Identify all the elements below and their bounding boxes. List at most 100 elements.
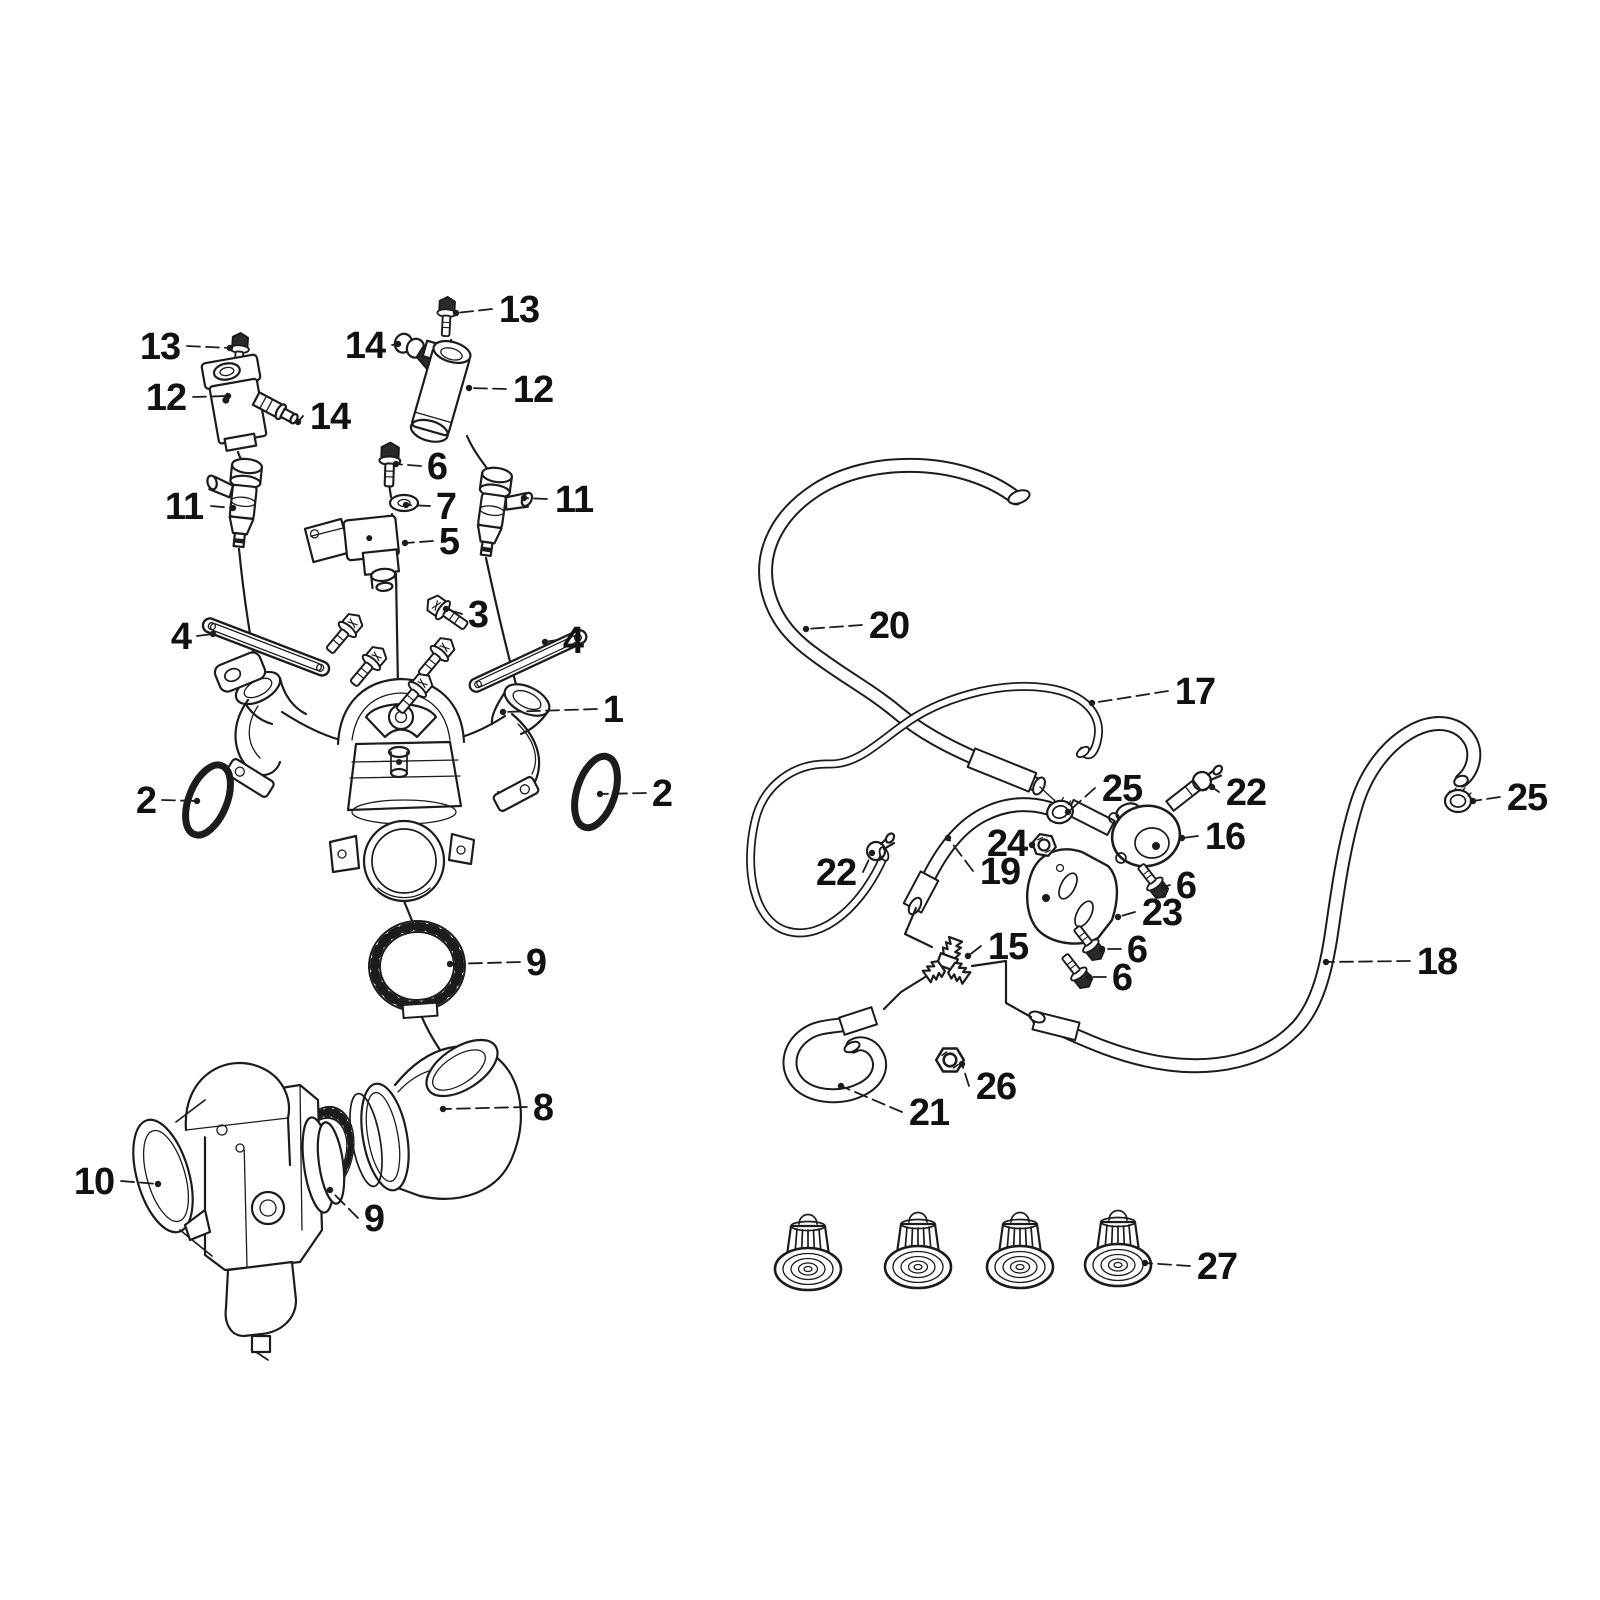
callout-6: 6	[1112, 957, 1132, 999]
leader-dot-6	[1085, 973, 1093, 981]
callout-22: 22	[1226, 772, 1266, 814]
leader-dot-6	[1098, 945, 1106, 953]
leader-dot-12	[224, 392, 232, 400]
part-2-oring-right	[566, 751, 625, 833]
callout-26: 26	[976, 1066, 1016, 1108]
leader-line-8	[442, 1106, 528, 1110]
callout-6: 6	[427, 446, 447, 488]
leader-line-7	[405, 504, 431, 507]
leader-dot-16	[1178, 834, 1186, 842]
leader-line-2	[599, 792, 647, 795]
leader-line-10	[120, 1180, 159, 1185]
leader-dot-15	[964, 952, 972, 960]
callout-2: 2	[652, 773, 672, 815]
part-19-valve-inlet-hose	[902, 797, 1056, 916]
callout-8: 8	[533, 1087, 553, 1129]
leader-dot-19	[944, 834, 952, 842]
part-12-holder-left	[200, 353, 268, 452]
callout-12: 12	[513, 369, 553, 411]
leader-dot-4	[209, 630, 217, 638]
leader-line-17	[1091, 690, 1169, 704]
leader-dot-7	[402, 501, 410, 509]
leader-dot-25	[1469, 797, 1477, 805]
callout-25: 25	[1507, 777, 1548, 819]
leader-line-11	[523, 497, 548, 500]
leader-dot-1	[499, 708, 507, 716]
part-9-clamp-upper	[366, 918, 468, 1020]
leader-dot-20	[802, 625, 810, 633]
leader-dot-11	[520, 494, 528, 502]
part-1-intake-manifold	[213, 651, 551, 903]
leader-line-12	[192, 395, 229, 398]
leader-line-18	[1325, 960, 1411, 963]
part-21-drain-hose	[782, 1006, 887, 1104]
leader-dot-5	[401, 539, 409, 547]
callout-13: 13	[140, 326, 180, 368]
leader-line-13	[455, 308, 493, 314]
leader-dot-22	[1208, 783, 1216, 791]
leader-line-5	[404, 540, 434, 544]
part-8-intake-elbow	[349, 1038, 522, 1200]
callout-23: 23	[1142, 892, 1182, 934]
part-18-long-vacuum-hose	[1028, 716, 1482, 1074]
leader-dot-27	[1141, 1259, 1149, 1267]
leader-line-3	[445, 608, 463, 615]
leader-dot-14	[394, 340, 402, 348]
callout-12: 12	[146, 377, 186, 419]
leader-dot-6	[1160, 883, 1168, 891]
part-15-tee-fitting	[920, 935, 973, 987]
leader-dot-12	[465, 384, 473, 392]
callout-25: 25	[1102, 768, 1143, 810]
leader-line-11	[210, 505, 234, 509]
leader-dot-10	[154, 1180, 162, 1188]
callout-13: 13	[499, 289, 539, 331]
part-14-fitting-left	[251, 391, 299, 425]
callout-16: 16	[1205, 816, 1245, 858]
callout-19: 19	[980, 851, 1020, 893]
callout-18: 18	[1417, 941, 1457, 983]
leader-line-13	[186, 345, 231, 349]
leader-line-9	[329, 1189, 359, 1219]
leader-dot-9	[326, 1186, 334, 1194]
leader-line-19	[947, 837, 974, 872]
part-10-carburetor	[132, 1061, 346, 1361]
leader-dot-25	[1064, 808, 1072, 816]
callout-17: 17	[1175, 671, 1215, 713]
leader-dot-8	[439, 1105, 447, 1113]
leader-dot-2	[193, 797, 201, 805]
leader-dot-21	[837, 1082, 845, 1090]
leader-line-1	[502, 708, 598, 713]
leader-line-25	[1067, 787, 1096, 813]
callout-2: 2	[136, 780, 156, 822]
callout-10: 10	[74, 1161, 114, 1203]
leader-dot-2	[596, 790, 604, 798]
part-13-bolt-right	[435, 295, 458, 338]
callout-22: 22	[816, 852, 856, 894]
leader-line-6	[395, 463, 422, 467]
leader-line-12	[468, 387, 507, 390]
flange-bolt-1	[320, 607, 369, 659]
leader-line-26	[961, 1063, 970, 1087]
callout-4: 4	[171, 616, 192, 658]
leader-dot-26	[958, 1060, 966, 1068]
leader-line-27	[1144, 1262, 1191, 1267]
callout-27: 27	[1197, 1246, 1237, 1288]
part-5-map-sensor	[303, 514, 400, 592]
leader-dot-24	[1028, 841, 1036, 849]
part-22-clamp-right	[1190, 759, 1226, 795]
callout-3: 3	[468, 594, 488, 636]
callout-15: 15	[988, 926, 1029, 968]
part-23-valve-bracket	[1026, 848, 1119, 945]
part-25-clamp-right	[1443, 786, 1473, 814]
leader-dot-13	[226, 344, 234, 352]
leader-dot-23	[1114, 913, 1122, 921]
callout-6: 6	[1127, 929, 1147, 971]
callout-1: 1	[603, 689, 624, 731]
leader-line-25	[1472, 796, 1501, 802]
callout-9: 9	[526, 942, 546, 984]
part-26-nut	[934, 1047, 966, 1073]
callout-21: 21	[909, 1092, 950, 1134]
leader-dot-3	[442, 605, 450, 613]
